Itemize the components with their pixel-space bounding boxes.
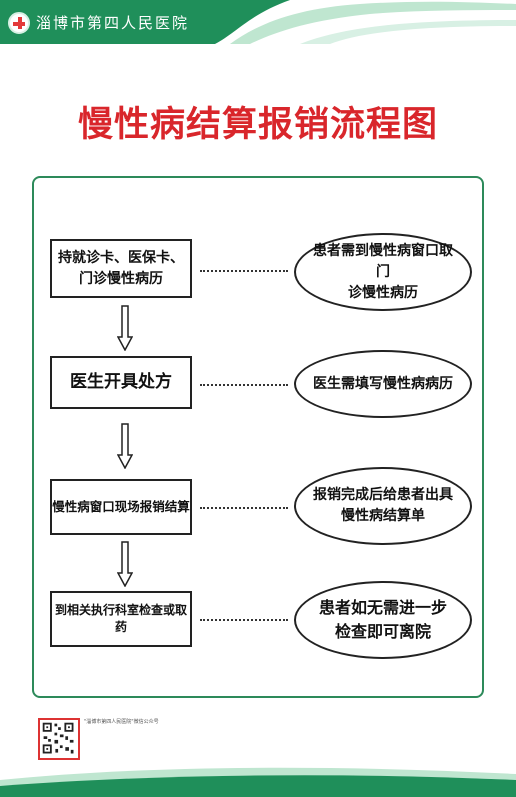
connector-4 — [200, 619, 288, 621]
hospital-name: 淄博市第四人民医院 — [36, 14, 190, 32]
arrow-down-icon — [117, 305, 133, 351]
note-3-line-1: 报销完成后给患者出具 — [313, 487, 453, 503]
note-3-ellipse: 报销完成后给患者出具 慢性病结算单 — [294, 467, 472, 545]
step-3-line-1: 慢性病窗口现场报销结算 — [52, 498, 190, 514]
connector-3 — [200, 507, 288, 509]
note-4-line-1: 患者如无需进一步 — [318, 598, 447, 617]
step-3-box: 慢性病窗口现场报销结算 — [50, 479, 192, 535]
footer-banner — [0, 767, 516, 797]
qr-caption: "淄博市第四人民医院"微信公众号 — [84, 719, 159, 725]
step-1-box: 持就诊卡、医保卡、 门诊慢性病历 — [50, 239, 192, 298]
note-3-line-2: 慢性病结算单 — [341, 508, 425, 524]
note-1-line-2: 诊慢性病历 — [348, 284, 418, 301]
qr-code-icon[interactable] — [38, 718, 80, 760]
note-1-line-1: 患者需到慢性病窗口取门 — [313, 242, 453, 280]
note-4-ellipse: 患者如无需进一步 检查即可离院 — [294, 581, 472, 659]
flowchart-frame — [32, 176, 484, 698]
arrow-down-icon — [117, 423, 133, 469]
step-4-line-1: 到相关执行科室检查或取药 — [54, 602, 187, 634]
step-2-box: 医生开具处方 — [50, 356, 192, 409]
arrow-down-icon — [117, 541, 133, 587]
note-2-line-1: 医生需填写慢性病病历 — [313, 375, 453, 392]
note-2-ellipse: 医生需填写慢性病病历 — [294, 350, 472, 418]
step-4-box: 到相关执行科室检查或取药 — [50, 591, 192, 647]
connector-1 — [200, 270, 288, 272]
page-title: 慢性病结算报销流程图 — [77, 105, 438, 145]
note-4-line-2: 检查即可离院 — [334, 622, 431, 641]
connector-2 — [200, 384, 288, 386]
header-banner — [0, 0, 516, 44]
step-1-line-2: 门诊慢性病历 — [79, 270, 163, 287]
note-1-ellipse: 患者需到慢性病窗口取门 诊慢性病历 — [294, 233, 472, 311]
step-1-line-1: 持就诊卡、医保卡、 — [58, 250, 184, 267]
hospital-cross-icon — [8, 12, 30, 34]
step-2-line-1: 医生开具处方 — [70, 372, 172, 393]
